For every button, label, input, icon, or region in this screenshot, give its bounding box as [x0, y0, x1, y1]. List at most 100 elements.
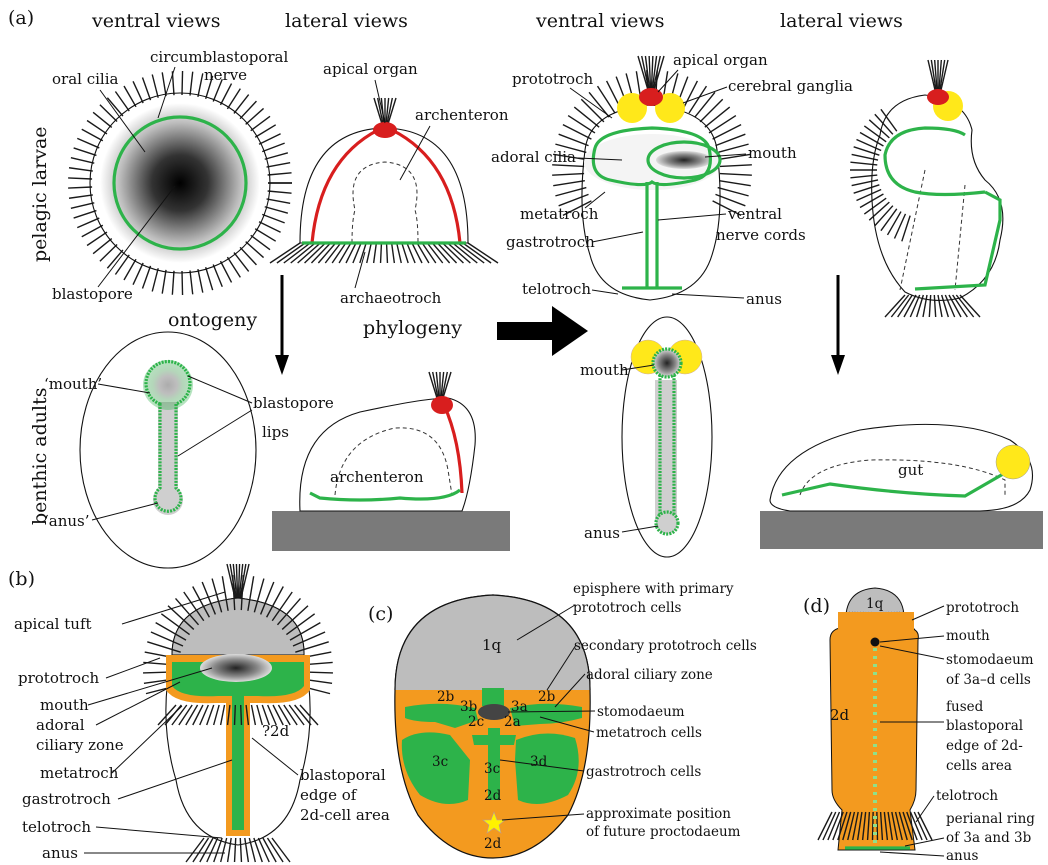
label-gastrotroch-a: gastrotroch	[506, 233, 595, 251]
c-cell-2a: 2a	[504, 714, 521, 730]
c-cell-3d: 3d	[530, 754, 548, 770]
label-nerve: nerve	[204, 66, 247, 84]
trochophore-ventral	[552, 56, 752, 300]
label-anus-q: ‘anus’	[44, 512, 90, 530]
archaeotroch-cilia	[270, 243, 498, 263]
label-mouth-q: ‘mouth’	[44, 375, 102, 393]
b-anus: anus	[42, 844, 78, 862]
panel-d-label: (d)	[803, 595, 830, 617]
d-cell-1q: 1q	[866, 596, 884, 612]
pelagic-ventral-larva	[68, 71, 292, 295]
c-cell-3c-mid: 3c	[484, 761, 500, 777]
label-adoral-cilia: adoral cilia	[491, 148, 576, 166]
c-episphere-1: episphere with primary	[573, 581, 734, 597]
b-bp3: 2d-cell area	[300, 806, 390, 824]
phylogeny-arrow	[497, 306, 588, 356]
d-fused-2: blastoporal	[946, 718, 1023, 734]
header-ventral-right: ventral views	[535, 10, 664, 32]
c-cell-3c-left: 3c	[432, 754, 448, 770]
d-fused-4: cells area	[946, 758, 1012, 774]
label-mouth-1: mouth	[748, 144, 797, 162]
d-stomo-1: stomodaeum	[946, 652, 1034, 668]
label-mouth-2: mouth	[580, 361, 629, 379]
benthic-ventral-left	[80, 332, 256, 568]
b-apical-tuft: apical tuft	[14, 615, 92, 633]
b-metatroch: metatroch	[40, 764, 119, 782]
d-telotroch: telotroch	[936, 788, 998, 804]
d-anus: anus	[946, 848, 978, 864]
label-oral-cilia: oral cilia	[52, 70, 119, 88]
label-blastopore-lips-1: blastopore	[253, 394, 334, 412]
benthic-lateral-right	[760, 424, 1043, 549]
label-circumblastoporal: circumblastoporal	[150, 48, 288, 66]
row-label-pelagic: pelagic larvae	[29, 126, 51, 262]
label-cerebral-ganglia: cerebral ganglia	[728, 77, 853, 95]
ontogeny-arrow	[275, 275, 289, 375]
label-phylogeny: phylogeny	[363, 317, 462, 339]
d-stomo-2: of 3a–d cells	[946, 672, 1031, 688]
label-archenteron-2: archenteron	[330, 468, 424, 486]
b-ciliary-zone: ciliary zone	[36, 736, 124, 754]
c-episphere-2: prototroch cells	[573, 600, 682, 616]
label-ventral: ventral	[727, 205, 782, 223]
panel-c-label: (c)	[368, 603, 393, 625]
c-adoral: adoral ciliary zone	[586, 667, 713, 683]
d-fused-3: edge of 2d-	[946, 738, 1023, 754]
c-cell-2c: 2c	[468, 714, 484, 730]
d-cell-2d: 2d	[830, 706, 850, 724]
c-secondary: secondary prototroch cells	[574, 638, 757, 654]
label-archaeotroch: archaeotroch	[340, 289, 442, 307]
label-prototroch-a: prototroch	[512, 70, 593, 88]
c-cell-3a: 3a	[511, 699, 528, 715]
label-blastopore-lips-2: lips	[262, 423, 289, 441]
c-gastrotroch: gastrotroch cells	[586, 764, 701, 780]
d-perianal-2: of 3a and 3b	[946, 830, 1031, 846]
c-cell-3b: 3b	[460, 699, 477, 715]
label-anus-2: anus	[584, 524, 620, 542]
b-prototroch: prototroch	[18, 669, 99, 687]
right-down-arrow	[831, 275, 845, 375]
label-apical-organ-2: apical organ	[673, 51, 768, 69]
panel-b-label: (b)	[8, 568, 35, 590]
c-approx-2: of future proctodaeum	[586, 824, 741, 840]
c-cell-1q: 1q	[482, 636, 502, 654]
d-fused-1: fused	[946, 699, 984, 715]
b-telotroch: telotroch	[22, 818, 91, 836]
b-q2d: ?2d	[262, 722, 290, 740]
header-ventral-left: ventral views	[91, 10, 220, 32]
label-anus-1: anus	[746, 290, 782, 308]
c-stomodaeum: stomodaeum	[597, 704, 685, 720]
benthic-ventral-right	[622, 317, 712, 557]
b-bp2: edge of	[300, 786, 358, 804]
label-archenteron-1: archenteron	[415, 106, 509, 124]
label-blastopore: blastopore	[52, 285, 133, 303]
row-label-benthic: benthic adults	[29, 388, 51, 525]
label-telotroch-a: telotroch	[522, 280, 591, 298]
c-cell-2d-top: 2d	[484, 788, 502, 804]
b-gastrotroch: gastrotroch	[22, 790, 111, 808]
trochophore-lateral	[850, 60, 1003, 317]
panel-c-embryo	[395, 595, 590, 858]
c-metatroch: metatroch cells	[596, 725, 702, 741]
header-lateral-right: lateral views	[780, 10, 903, 32]
b-adoral: adoral	[36, 716, 85, 734]
apical-organ	[373, 122, 397, 138]
header-lateral-left: lateral views	[285, 10, 408, 32]
substrate	[272, 511, 510, 551]
d-perianal-1: perianal ring	[946, 811, 1035, 827]
b-bp1: blastoporal	[300, 766, 386, 784]
panel-a-label: (a)	[8, 7, 34, 29]
c-cell-2b-right: 2b	[538, 689, 555, 705]
label-gut: gut	[898, 461, 923, 479]
b-mouth: mouth	[40, 696, 89, 714]
c-cell-2b-left: 2b	[437, 689, 454, 705]
c-approx-1: approximate position	[586, 806, 731, 822]
d-mouth: mouth	[946, 628, 990, 644]
label-metatroch-a: metatroch	[520, 205, 599, 223]
d-prototroch: prototroch	[946, 600, 1019, 616]
label-nerve-cords: nerve cords	[716, 226, 806, 244]
label-apical-organ-1: apical organ	[323, 60, 418, 78]
label-ontogeny: ontogeny	[168, 309, 257, 331]
